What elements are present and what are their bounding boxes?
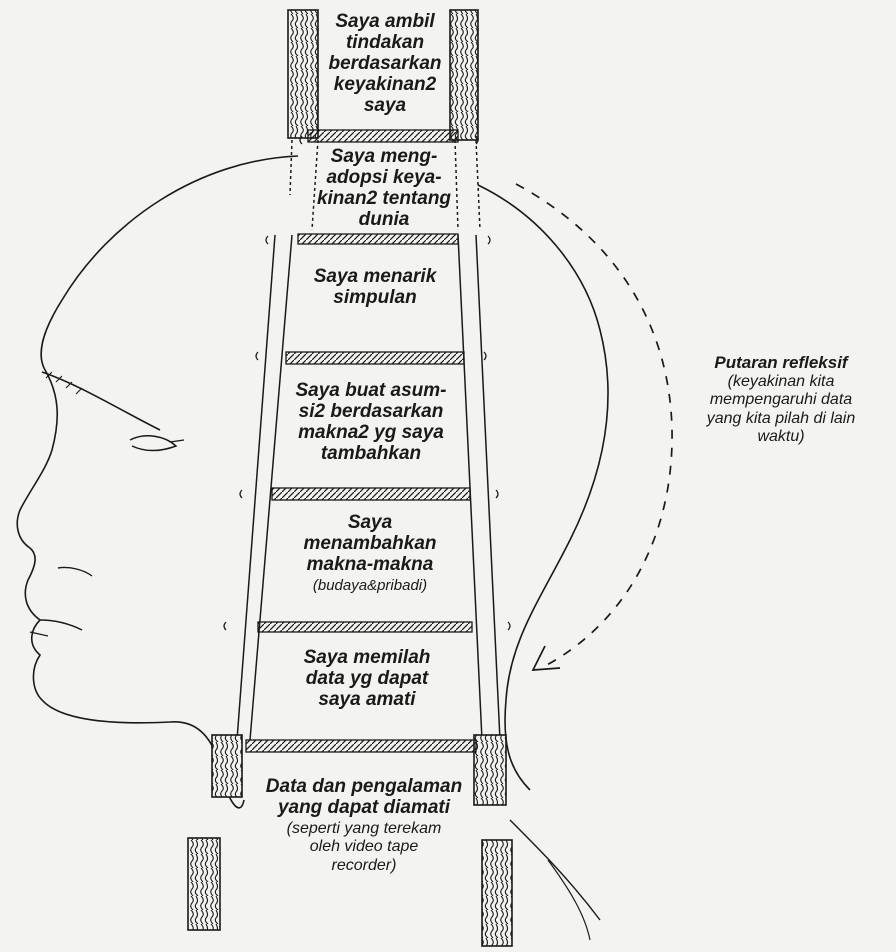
back-of-head xyxy=(477,184,609,791)
head-outline xyxy=(16,155,299,809)
ladder-rail-left-mid xyxy=(236,234,293,741)
eyebrow-hatching xyxy=(45,371,83,395)
ladder-rail-left-top xyxy=(287,9,319,139)
ladder-rail-right-foot xyxy=(481,839,513,947)
rung-label-5: Saya menambahkan makna-makna (budaya&pri… xyxy=(270,512,470,594)
rung-label-3: Saya menarik simpulan xyxy=(290,266,460,309)
rung-label-6-text: Saya memilah data yg dapat saya amati xyxy=(303,647,431,710)
reflexive-loop-note: Putaran refleksif (keyakinan kita mempen… xyxy=(668,353,894,447)
ladder-rung-3 xyxy=(285,351,465,365)
rung-label-4-text: Saya buat asum- si2 berdasarkan makna2 y… xyxy=(295,380,447,464)
rung-label-3-text: Saya menarik simpulan xyxy=(313,266,437,308)
nostril xyxy=(57,566,93,577)
neck-line xyxy=(509,819,601,921)
rung-label-2: Saya meng- adopsi keya- kinan2 tentang d… xyxy=(300,146,468,231)
ladder-rail-left-foot xyxy=(187,837,221,931)
ladder-rail-left-bottom xyxy=(211,734,243,798)
eye-lash xyxy=(169,439,185,443)
ladder-rail-right-top xyxy=(449,9,479,141)
arrow-head xyxy=(531,645,561,671)
chin-mark xyxy=(29,631,49,637)
rung-label-5-text: Saya menambahkan makna-makna xyxy=(303,512,437,575)
ladder-rung-5 xyxy=(257,621,473,633)
ladder-rail-right-bottom xyxy=(473,734,507,806)
ladder-rung-4 xyxy=(271,487,471,501)
ladder-rung-1 xyxy=(307,129,459,143)
rung-label-1: Saya ambil tindakan berdasarkan keyakina… xyxy=(316,11,454,116)
reflexive-loop-title: Putaran refleksif xyxy=(714,353,848,372)
reflexive-loop-text: (keyakinan kita mempengaruhi data yang k… xyxy=(706,373,856,446)
neck-line-2 xyxy=(547,859,591,941)
rung-label-5-subtext: (budaya&pribadi) xyxy=(312,576,428,594)
mouth xyxy=(39,619,83,631)
eyebrow xyxy=(41,371,161,431)
rung-label-7-text: Data dan pengalaman yang dapat diamati xyxy=(265,776,463,818)
ladder-rung-2 xyxy=(297,233,459,245)
rung-label-7-subtext: (seperti yang terekam oleh video tape re… xyxy=(286,819,442,874)
rung-label-2-text: Saya meng- adopsi keya- kinan2 tentang d… xyxy=(316,146,452,230)
reflexive-loop-arrow xyxy=(515,183,673,667)
rung-label-4: Saya buat asum- si2 berdasarkan makna2 y… xyxy=(272,380,470,465)
ladder-bolts xyxy=(223,135,511,631)
rung-label-1-text: Saya ambil tindakan berdasarkan keyakina… xyxy=(328,11,442,116)
rung-label-6: Saya memilah data yg dapat saya amati xyxy=(262,647,472,711)
rung-label-7: Data dan pengalaman yang dapat diamati (… xyxy=(236,776,492,875)
eye xyxy=(129,434,178,452)
ladder-rung-6 xyxy=(245,739,477,753)
